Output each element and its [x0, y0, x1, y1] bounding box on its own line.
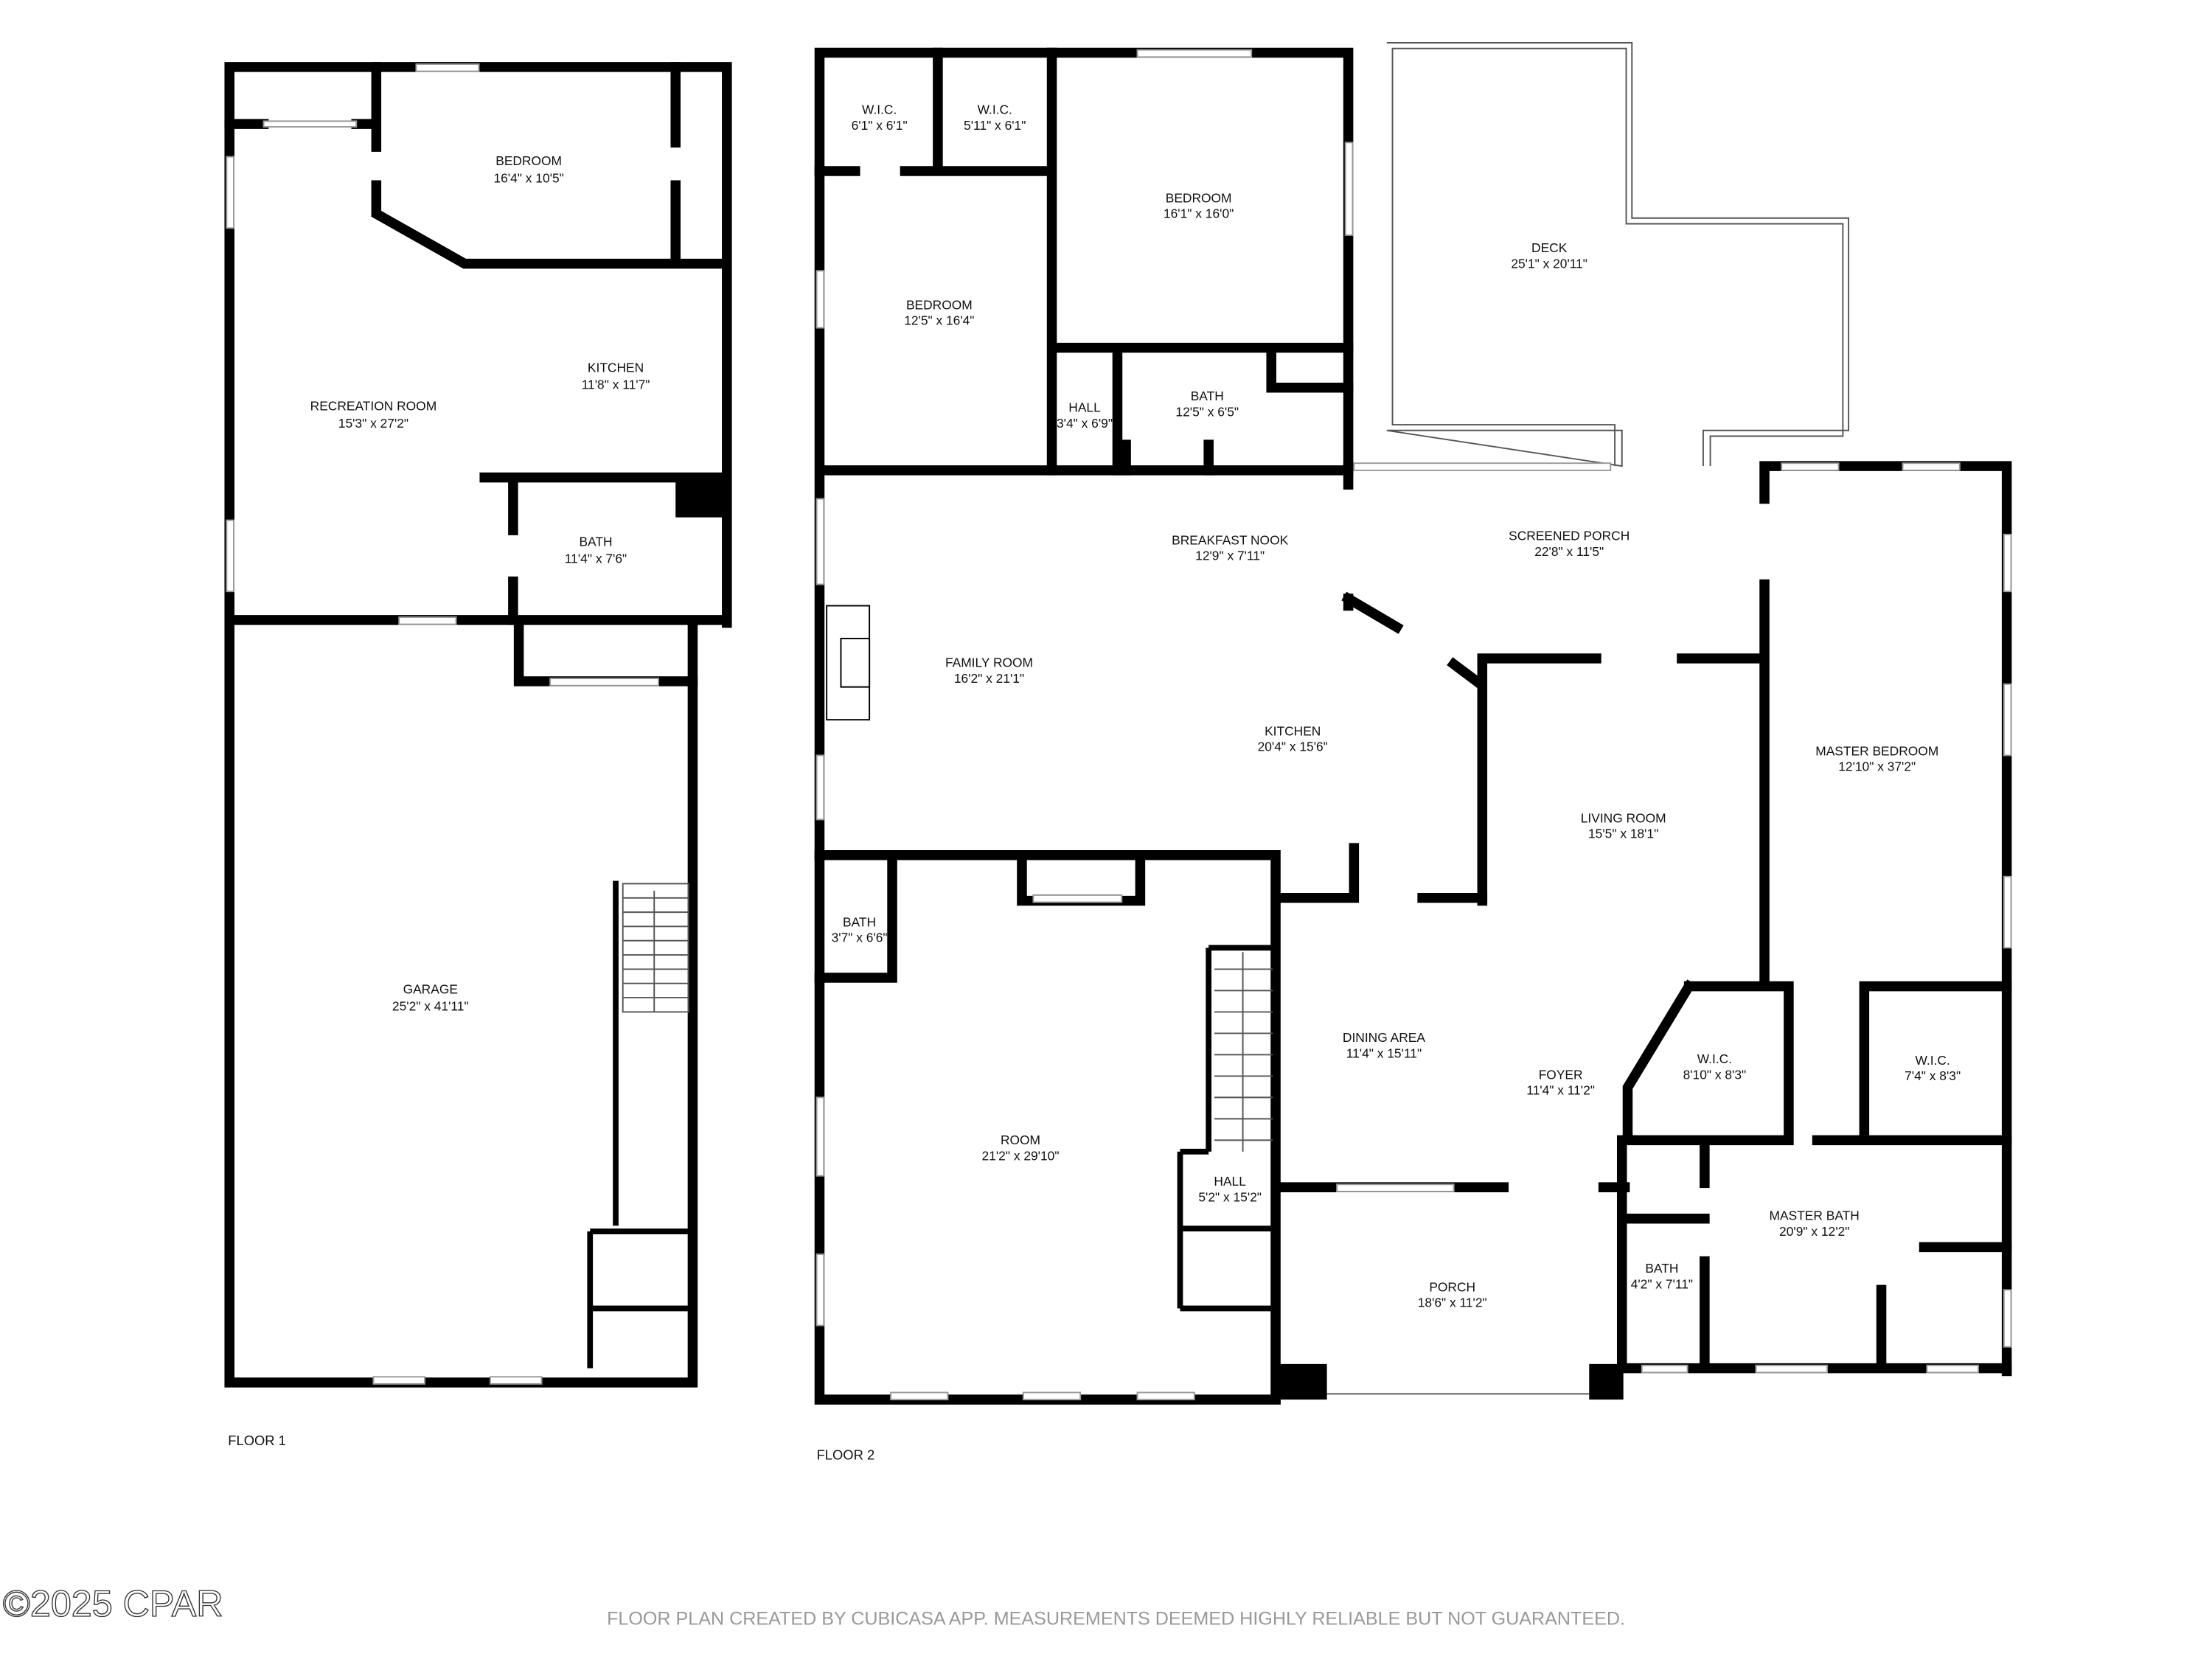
floor2-walls	[814, 42, 2012, 1405]
room-dims: 11'4" x 15'11"	[1346, 1046, 1422, 1060]
room-name: BEDROOM	[906, 297, 973, 312]
room-name: BATH	[843, 914, 876, 929]
room-dims: 12'5" x 16'4"	[904, 313, 974, 328]
room-name: ROOM	[1001, 1133, 1040, 1147]
room-name: W.I.C.	[862, 102, 897, 117]
room-dims: 16'4" x 10'5"	[493, 170, 563, 185]
room-name: DINING AREA	[1343, 1030, 1425, 1045]
room-dims: 11'4" x 7'6"	[565, 552, 627, 566]
room-name: W.I.C.	[1915, 1053, 1950, 1068]
room-name: BEDROOM	[495, 153, 562, 168]
room-dims: 25'2" x 41'11"	[392, 998, 469, 1013]
room-name: BEDROOM	[1166, 190, 1232, 205]
room-dims: 7'4" x 8'3"	[1905, 1068, 1961, 1083]
room-dims: 5'2" x 15'2"	[1198, 1190, 1262, 1205]
room-dims: 12'10" x 37'2"	[1838, 759, 1916, 774]
room-dims: 18'6" x 11'2"	[1418, 1295, 1487, 1310]
room-name: MASTER BATH	[1770, 1208, 1860, 1223]
floor1-label: FLOOR 1	[228, 1433, 286, 1448]
room-dims: 6'1" x 6'1"	[852, 118, 908, 133]
room-dims: 4'2" x 7'11"	[1631, 1276, 1693, 1291]
room-dims: 20'4" x 15'6"	[1258, 740, 1328, 754]
room-name: W.I.C.	[1697, 1051, 1732, 1066]
room-name: BATH	[1191, 389, 1224, 403]
room-name: DECK	[1531, 240, 1568, 255]
room-dims: 20'9" x 12'2"	[1779, 1224, 1849, 1239]
room-name: LIVING ROOM	[1581, 810, 1666, 825]
floor1-labels: BEDROOM 16'4" x 10'5" KITCHEN 11'8" x 11…	[228, 153, 650, 1448]
room-name: GARAGE	[403, 981, 458, 996]
room-dims: 15'5" x 18'1"	[1588, 827, 1658, 841]
room-name: HALL	[1214, 1174, 1246, 1189]
room-name: FOYER	[1539, 1067, 1583, 1082]
footer-disclaimer: FLOOR PLAN CREATED BY CUBICASA APP. MEAS…	[607, 1609, 1625, 1630]
room-name: BATH	[1645, 1261, 1678, 1276]
floor2-label: FLOOR 2	[817, 1447, 875, 1462]
room-dims: 5'11" x 6'1"	[964, 118, 1026, 133]
floor2-labels: W.I.C. 6'1" x 6'1" W.I.C. 5'11" x 6'1" B…	[817, 102, 1961, 1463]
watermark: ©2025 CPAR	[3, 1583, 223, 1624]
room-dims: 16'2" x 21'1"	[954, 671, 1024, 686]
room-dims: 11'8" x 11'7"	[582, 378, 650, 392]
floor1-walls	[224, 62, 732, 1388]
room-dims: 3'4" x 6'9"	[1057, 416, 1113, 431]
room-dims: 8'10" x 8'3"	[1683, 1067, 1747, 1082]
room-name: RECREATION ROOM	[310, 399, 437, 414]
room-name: KITCHEN	[588, 361, 644, 375]
room-dims: 25'1" x 20'11"	[1511, 256, 1587, 271]
room-dims: 3'7" x 6'6"	[832, 931, 888, 945]
room-name: W.I.C.	[978, 102, 1012, 117]
room-name: HALL	[1068, 400, 1101, 415]
room-name: MASTER BEDROOM	[1815, 743, 1938, 758]
room-dims: 22'8" x 11'5"	[1534, 544, 1604, 559]
room-name: SCREENED PORCH	[1509, 529, 1630, 543]
room-name: BREAKFAST NOOK	[1172, 532, 1288, 547]
room-dims: 15'3" x 27'2"	[338, 416, 408, 431]
room-name: BATH	[579, 534, 612, 549]
room-name: KITCHEN	[1265, 723, 1321, 738]
room-name: PORCH	[1429, 1279, 1475, 1294]
room-dims: 21'2" x 29'10"	[982, 1148, 1060, 1163]
room-dims: 16'1" x 16'0"	[1164, 206, 1234, 221]
room-dims: 12'5" x 6'5"	[1175, 404, 1239, 419]
room-name: FAMILY ROOM	[945, 655, 1033, 670]
room-dims: 12'9" x 7'11"	[1195, 549, 1265, 563]
room-dims: 11'4" x 11'2"	[1526, 1083, 1595, 1098]
